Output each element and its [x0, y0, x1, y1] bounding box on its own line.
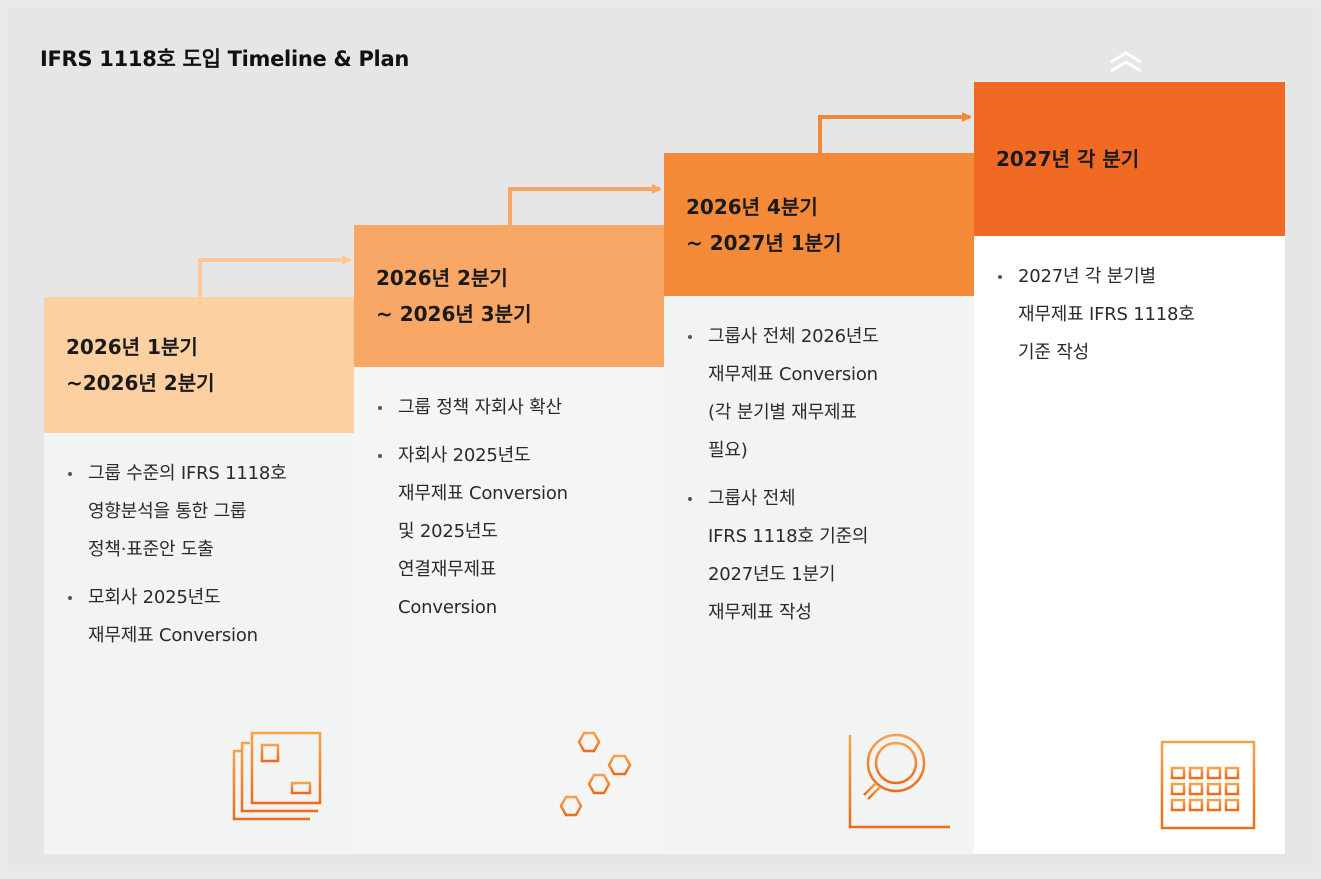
stage-4-bullet: 2027년 각 분기별 재무제표 IFRS 1118호 기준 작성 [996, 258, 1271, 372]
analysis-magnifier-icon [848, 733, 950, 829]
stage-4-header: 2027년 각 분기 [974, 82, 1285, 236]
calendar-icon [1160, 734, 1256, 830]
stage-1-bullet: 모회사 2025년도 재무제표 Conversion [66, 579, 340, 655]
stage-4-header-line: 2027년 각 분기 [996, 147, 1140, 171]
stage-1-header-line: ~2026년 2분기 [66, 371, 215, 395]
bullet-line: 2027년 각 분기별 [1018, 266, 1156, 287]
stage-3: 2026년 4분기 ~ 2027년 1분기 그룹사 전체 2026년도 재무제표… [664, 153, 974, 854]
bullet-line: 정책·표준안 도출 [88, 539, 214, 560]
stage-2-header-line: 2026년 2분기 [376, 266, 508, 290]
arrow-stage1-to-2 [198, 255, 352, 297]
stage-3-header-line: ~ 2027년 1분기 [686, 230, 842, 255]
bullet-line: 모회사 2025년도 [88, 587, 221, 608]
bullet-line: 재무제표 작성 [708, 602, 812, 623]
bullet-line: 그룹사 전체 2026년도 [708, 326, 879, 347]
bullet-line: 2027년도 1분기 [708, 564, 836, 585]
bullet-line: 재무제표 Conversion [398, 483, 568, 504]
bullet-line: 필요) [708, 440, 748, 461]
bullet-line: (각 분기별 재무제표 [708, 402, 857, 423]
bullet-line: 연결재무제표 [398, 559, 497, 580]
page-title: IFRS 1118호 도입 Timeline & Plan [40, 47, 409, 71]
stage-1-bullet: 그룹 수준의 IFRS 1118호 영향분석을 통한 그룹 정책·표준안 도출 [66, 455, 340, 569]
stage-1-header: 2026년 1분기 ~2026년 2분기 [44, 297, 354, 433]
bullet-line: 그룹 정책 자회사 확산 [398, 397, 562, 418]
stage-2-bullet: 자회사 2025년도 재무제표 Conversion 및 2025년도 연결재무… [376, 437, 650, 627]
network-hexagon-icon [540, 731, 632, 819]
double-chevron-up-icon [1110, 51, 1142, 73]
bullet-line: 영향분석을 통한 그룹 [88, 501, 247, 522]
bullet-line: 자회사 2025년도 [398, 445, 531, 466]
stage-3-body: 그룹사 전체 2026년도 재무제표 Conversion (각 분기별 재무제… [664, 296, 974, 854]
stage-3-header-line: 2026년 4분기 [686, 194, 818, 219]
document-icon [232, 731, 322, 821]
arrow-stage3-to-4 [818, 112, 972, 153]
stage-4: 2027년 각 분기 2027년 각 분기별 재무제표 IFRS 1118호 기… [974, 82, 1285, 854]
stage-3-header: 2026년 4분기 ~ 2027년 1분기 [664, 153, 974, 296]
stage-2: 2026년 2분기 ~ 2026년 3분기 그룹 정책 자회사 확산 자회사 2… [354, 225, 664, 854]
stage-3-bullet: 그룹사 전체 IFRS 1118호 기준의 2027년도 1분기 재무제표 작성 [686, 480, 960, 632]
stage-1-header-line: 2026년 1분기 [66, 335, 198, 359]
stage-2-header-line: ~ 2026년 3분기 [376, 302, 532, 326]
bullet-line: 기준 작성 [1018, 342, 1089, 363]
bullet-line: Conversion [398, 597, 497, 618]
stage-3-bullet: 그룹사 전체 2026년도 재무제표 Conversion (각 분기별 재무제… [686, 318, 960, 470]
stage-2-bullet: 그룹 정책 자회사 확산 [376, 389, 650, 427]
bullet-line: 그룹사 전체 [708, 488, 796, 509]
bullet-line: 그룹 수준의 IFRS 1118호 [88, 463, 287, 484]
bullet-line: IFRS 1118호 기준의 [708, 526, 869, 547]
bullet-line: 재무제표 Conversion [88, 625, 258, 646]
stage-4-body: 2027년 각 분기별 재무제표 IFRS 1118호 기준 작성 [974, 236, 1285, 854]
bullet-line: 재무제표 IFRS 1118호 [1018, 304, 1195, 325]
stage-2-header: 2026년 2분기 ~ 2026년 3분기 [354, 225, 664, 367]
arrow-stage2-to-3 [508, 184, 662, 225]
stage-1: 2026년 1분기 ~2026년 2분기 그룹 수준의 IFRS 1118호 영… [44, 297, 354, 854]
bullet-line: 재무제표 Conversion [708, 364, 878, 385]
bullet-line: 및 2025년도 [398, 521, 498, 542]
